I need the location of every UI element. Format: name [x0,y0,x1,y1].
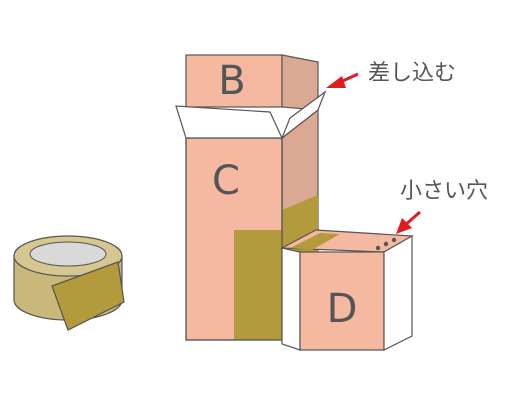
insert-callout: 差し込む [326,61,456,88]
box-b-label: B [218,58,245,104]
packing-tape-roll-icon [13,235,125,331]
box-b: B [185,54,319,111]
red-arrow-icon [326,72,359,88]
hole-1 [375,245,381,251]
box-d-label: D [327,286,358,332]
hole-3 [391,237,397,243]
small-holes-label: 小さい穴 [400,179,488,204]
hole-2 [383,241,389,247]
box-d: D [279,229,415,351]
box-c-label: C [212,158,240,204]
small-holes-callout: 小さい穴 [396,179,488,234]
red-arrow-icon [396,210,421,234]
insert-label: 差し込む [368,61,456,86]
